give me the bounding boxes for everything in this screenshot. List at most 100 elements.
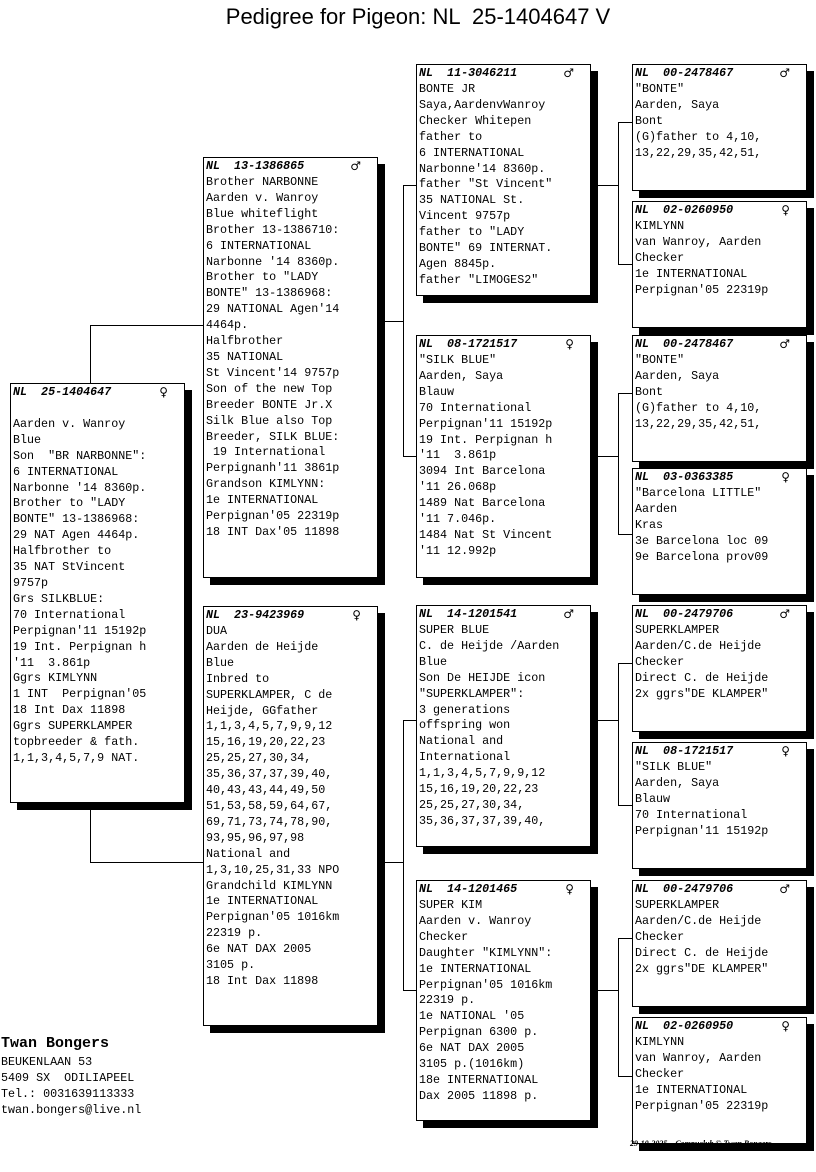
- pigeon-info-line: Son of the new Top: [206, 381, 333, 396]
- pigeon-info-line: 2x ggrs"DE KLAMPER": [635, 686, 769, 701]
- connector: [618, 122, 632, 123]
- connector: [590, 456, 618, 457]
- pigeon-info-line: Saya,AardenvWanroy: [419, 97, 546, 112]
- ring-header: NL 00-2479706♂: [635, 606, 804, 623]
- pigeon-info-line: father "LIMOGES2": [419, 272, 539, 287]
- pigeon-info-line: DUA: [206, 624, 228, 638]
- ring-header: NL 23-9423969♀: [206, 607, 375, 624]
- pigeon-info-line: (G)father to 4,10,: [635, 400, 762, 415]
- ring-header: NL 00-2478467 ♂: [635, 336, 804, 353]
- pigeon-info-line: Halfbrother to: [13, 544, 112, 559]
- ring-number: NL 14-1201541: [419, 607, 518, 621]
- pigeon-info-line: 19 International: [206, 445, 326, 460]
- connector: [618, 805, 632, 806]
- pigeon-info-line: 3 generations: [419, 702, 511, 717]
- pigeon-info-line: 22319 p.: [206, 926, 263, 941]
- pigeon-info-line: 18 Int Dax 11898: [13, 703, 126, 718]
- ring-number: NL 02-0260950: [635, 203, 734, 217]
- pigeon-info-line: Heijde, GGfather: [206, 703, 319, 718]
- pigeon-info-line: Inbred to: [206, 671, 270, 686]
- pigeon-info-line: 1489 Nat Barcelona: [419, 496, 546, 511]
- connector: [618, 393, 632, 394]
- pigeon-info-line: '11 7.046p.: [419, 512, 497, 527]
- ring-header: NL 14-1201465♀: [419, 881, 588, 898]
- ring-number: NL 08-1721517: [419, 337, 518, 351]
- pigeon-info-line: 35,36,37,37,39,40,: [206, 767, 333, 782]
- pigeon-info-line: Ggrs KIMLYNN: [13, 671, 98, 686]
- pigeon-info-line: Breeder, SILK BLUE:: [206, 429, 340, 444]
- page-title: Pedigree for Pigeon: NL 25-1404647 V: [225, 4, 611, 29]
- pigeon-info-line: SUPERKLAMPER, C de: [206, 687, 333, 702]
- pigeon-info-line: 1e INTERNATIONAL: [206, 894, 319, 909]
- pigeon-info-line: Blue: [206, 655, 235, 670]
- pigeon-info-line: 25,25,27,30,34,: [206, 751, 312, 766]
- pigeon-info-line: Aarden, Saya: [419, 368, 504, 383]
- male-icon: ♂: [779, 882, 790, 896]
- male-icon: ♂: [779, 337, 790, 351]
- ring-number: NL 25-1404647: [13, 385, 112, 399]
- pigeon-info-line: Bont: [635, 384, 664, 399]
- pigeon-info-line: Direct C. de Heijde: [635, 670, 769, 685]
- ring-header: NL 03-0363385♀: [635, 469, 804, 486]
- pigeon-info-line: Aarden v. Wanroy: [13, 416, 126, 431]
- pigeon-info-line: Aarden: [635, 501, 678, 516]
- connector: [590, 185, 618, 186]
- pigeon-info-line: Checker Whitepen: [419, 113, 532, 128]
- pigeon-info-line: Brother NARBONNE: [206, 175, 319, 189]
- pigeon-info-line: Narbonne '14 8360p.: [206, 254, 340, 269]
- pigeon-info-line: father to "LADY: [419, 225, 525, 240]
- pigeon-info-line: Perpignan'05 1016km: [206, 910, 340, 925]
- pigeon-info-line: Grandson KIMLYNN:: [206, 477, 326, 492]
- pigeon-info-line: 1 INT Perpignan'05: [13, 687, 147, 702]
- ring-number: NL 00-2478467: [635, 337, 734, 351]
- ring-number: NL 13-1386865: [206, 159, 305, 173]
- pigeon-info-line: BONTE JR: [419, 82, 476, 96]
- pigeon-info-line: 13,22,29,35,42,51,: [635, 416, 762, 431]
- female-icon: ♀: [565, 882, 574, 896]
- connector: [377, 321, 403, 322]
- connector: [618, 938, 632, 939]
- pigeon-info-line: 15,16,19,20,22,23: [419, 782, 539, 797]
- female-icon: ♀: [781, 203, 790, 217]
- pigeon-info-line: Aarden, Saya: [635, 97, 720, 112]
- pigeon-info-line: Narbonne'14 8360p.: [419, 161, 546, 176]
- pigeon-info-line: Son "BR NARBONNE":: [13, 448, 147, 463]
- female-icon: ♀: [352, 608, 361, 622]
- connector: [618, 122, 619, 264]
- pigeon-info-line: "BONTE": [635, 353, 685, 367]
- pigeon-info-line: Silk Blue also Top: [206, 413, 333, 428]
- pigeon-info-line: Aarden, Saya: [635, 775, 720, 790]
- pigeon-info-line: 15,16,19,20,22,23: [206, 735, 326, 750]
- pigeon-info-line: Blauw: [635, 791, 671, 806]
- connector: [403, 720, 416, 721]
- pigeon-info-line: 6 INTERNATIONAL: [13, 464, 119, 479]
- pigeon-info-line: 1,1,3,4,5,7,9,9,12: [206, 719, 333, 734]
- pigeon-info-line: 6 INTERNATIONAL: [206, 238, 312, 253]
- pigeon-info-line: Grs SILKBLUE:: [13, 591, 105, 606]
- pigeon-info-line: 3105 p.(1016km): [419, 1057, 525, 1072]
- ring-number: NL 00-2478467: [635, 66, 734, 80]
- pigeon-info-line: 19 Int. Perpignan h: [419, 432, 553, 447]
- pigeon-info-line: 1,3,10,25,31,33 NPO: [206, 862, 340, 877]
- ring-number: NL 00-2479706: [635, 607, 734, 621]
- connector: [618, 663, 632, 664]
- pigeon-info-line: Brother 13-1386710:: [206, 222, 340, 237]
- pigeon-info-line: Blue: [419, 654, 448, 669]
- connector: [403, 185, 404, 456]
- pigeon-info-line: Ggrs SUPERKLAMPER: [13, 719, 133, 734]
